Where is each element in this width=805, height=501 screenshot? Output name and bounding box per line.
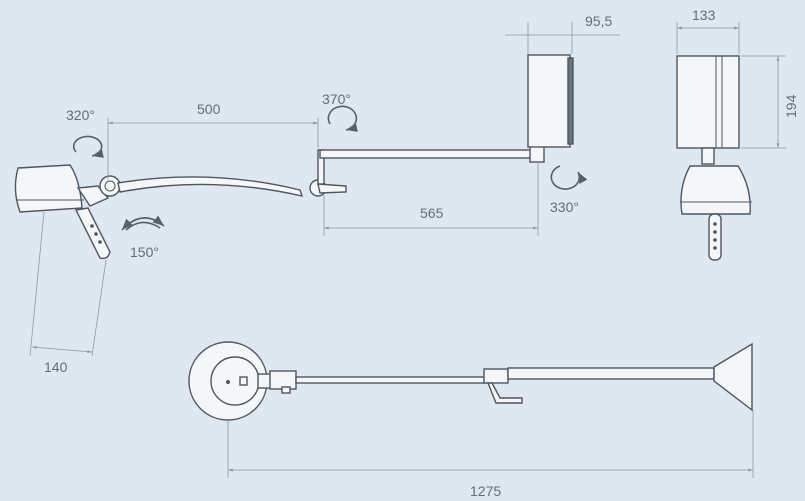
top-joint	[269, 370, 297, 390]
side-view	[14, 54, 574, 260]
ext-line	[91, 259, 107, 357]
top-arm-upper	[295, 376, 487, 384]
handle-dot	[94, 232, 98, 236]
rotation-arrow-joint	[327, 105, 358, 132]
label-rot-head: 320°	[66, 107, 95, 123]
front-view	[676, 55, 752, 261]
top-arm-lower	[507, 367, 715, 380]
label-dim-1275: 1275	[470, 483, 501, 499]
handle-dot	[713, 222, 717, 226]
label-tilt-handle: 150°	[130, 244, 159, 260]
front-wall-box	[676, 55, 740, 149]
top-lamp-head-inner	[210, 356, 260, 406]
head-yoke	[76, 185, 110, 207]
rotation-arrow-head	[72, 135, 104, 158]
wall-box	[527, 54, 571, 148]
label-dim-565: 565	[420, 205, 444, 221]
label-rot-joint: 370°	[322, 91, 351, 107]
top-elbow-lever	[486, 382, 523, 404]
head-joint-inner	[104, 180, 116, 192]
top-lamp-center	[239, 376, 248, 386]
tilt-arc-fill	[125, 221, 161, 231]
label-dim-194: 194	[783, 94, 799, 118]
label-dim-500: 500	[197, 101, 221, 117]
handle-dot	[713, 238, 717, 242]
handle-dot	[90, 224, 94, 228]
top-wall-mount	[713, 342, 753, 412]
dim-line-140	[31, 345, 93, 354]
arm-end-cap	[529, 145, 545, 163]
handle-dot	[713, 230, 717, 234]
front-handle	[708, 213, 722, 261]
top-joint-knob	[281, 386, 291, 394]
front-lamp-head	[680, 165, 751, 215]
horizontal-arm	[319, 149, 535, 159]
wall-box-plate	[567, 57, 574, 145]
front-post	[701, 147, 715, 165]
top-elbow	[483, 368, 509, 384]
rotation-arrow-wall	[550, 165, 588, 190]
ext-line	[29, 211, 45, 357]
head-joint	[99, 175, 121, 197]
top-lamp-dot	[226, 380, 230, 384]
handle-dot	[98, 240, 102, 244]
label-dim-140: 140	[44, 359, 68, 375]
label-dim-95-5: 95,5	[585, 13, 612, 29]
curved-arm	[117, 176, 304, 197]
label-dim-133: 133	[692, 7, 716, 23]
lamp-head	[14, 164, 83, 213]
label-rot-wall: 330°	[550, 199, 579, 215]
handle-dot	[713, 246, 717, 250]
elbow-lever	[317, 183, 347, 194]
tilt-arrow-handle	[121, 215, 165, 231]
top-view	[188, 341, 753, 421]
lamp-handle	[74, 207, 111, 260]
